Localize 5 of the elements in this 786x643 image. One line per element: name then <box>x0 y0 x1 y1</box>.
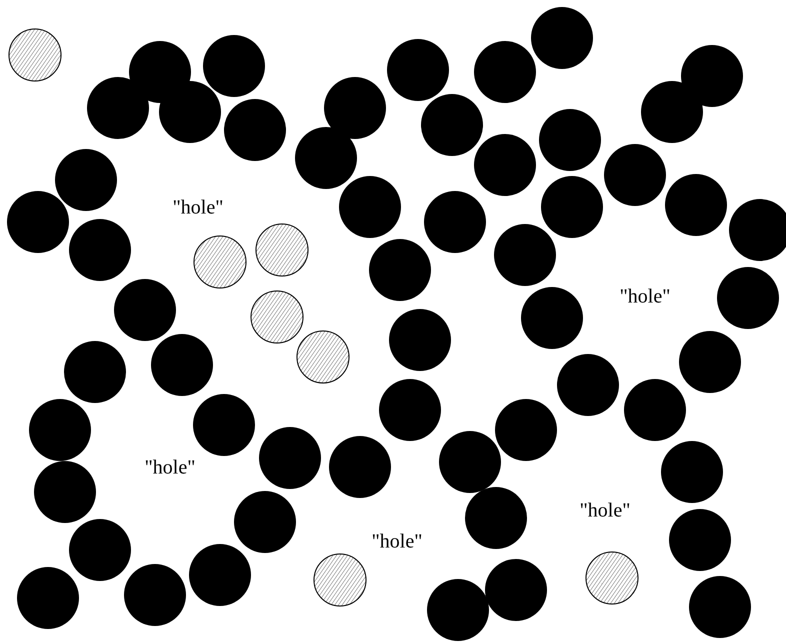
hole-label: "hole" <box>372 530 422 554</box>
hole-label: "hole" <box>172 196 224 220</box>
hole-label: "hole" <box>580 500 630 522</box>
hole-label: "hole" <box>620 286 670 308</box>
hole-label: "hole" <box>144 456 196 480</box>
